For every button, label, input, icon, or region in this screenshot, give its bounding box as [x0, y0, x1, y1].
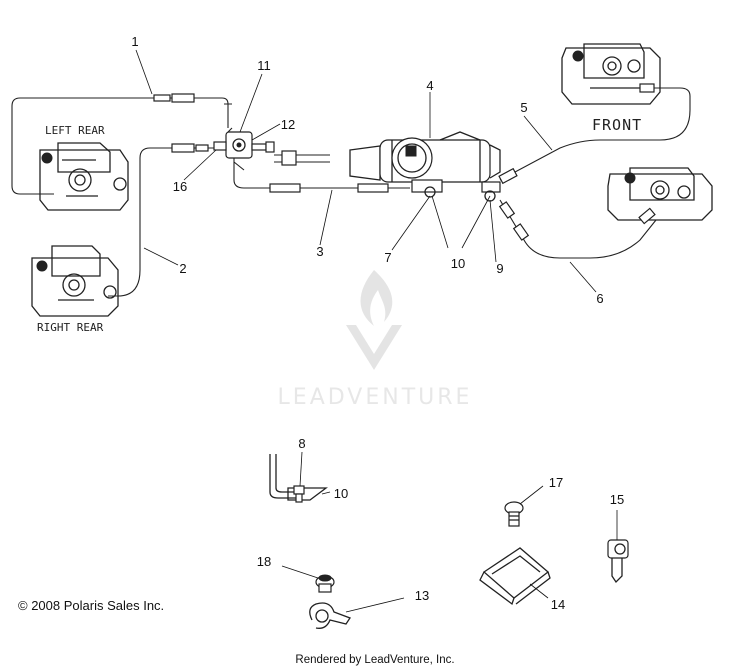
callout-10: 10 [451, 256, 465, 271]
left-rear-caliper [39, 142, 129, 211]
callout-4: 4 [426, 78, 433, 93]
copyright-text: © 2008 Polaris Sales Inc. [18, 598, 165, 613]
fitting-15 [607, 539, 629, 584]
master-cylinder [349, 131, 501, 202]
hose-1 [11, 93, 233, 195]
hose-5 [498, 83, 691, 185]
hose-2 [108, 143, 222, 297]
callout-10-detail: 10 [334, 486, 348, 501]
rendered-by-text: Rendered by LeadVenture, Inc. [295, 654, 455, 666]
bolt-18 [315, 574, 335, 593]
hose-6 [498, 199, 657, 259]
callout-16: 16 [173, 179, 187, 194]
front-left-caliper [607, 167, 713, 221]
right-rear-caliper [31, 245, 119, 317]
callout-5: 5 [520, 100, 527, 115]
callout-9: 9 [496, 261, 503, 276]
callout-14: 14 [551, 597, 565, 612]
callout-1: 1 [131, 34, 138, 49]
callout-7: 7 [384, 250, 391, 265]
callout-12: 12 [281, 117, 295, 132]
callout-8: 8 [298, 436, 305, 451]
clip-14 [479, 547, 551, 606]
callout-11: 11 [257, 58, 271, 73]
bracket-8-10 [269, 454, 328, 503]
front-right-caliper [561, 43, 661, 105]
callout-18: 18 [257, 554, 271, 569]
leadventure-watermark-logo: LEADVENTURE [278, 270, 473, 410]
callout-3: 3 [316, 244, 323, 259]
screw-17 [504, 501, 524, 527]
left-rear-label: LEFT REAR [45, 124, 105, 137]
clamp-13 [309, 602, 351, 629]
callout-2: 2 [179, 261, 186, 276]
front-label: FRONT [592, 116, 642, 134]
callout-15: 15 [610, 492, 624, 507]
leader-lines [135, 49, 618, 613]
watermark-text: LEADVENTURE [278, 385, 473, 410]
right-rear-label: RIGHT REAR [37, 321, 104, 334]
brake-splitter-block [213, 131, 275, 159]
callout-6: 6 [596, 291, 603, 306]
hose-3 [233, 150, 410, 193]
callout-13: 13 [415, 588, 429, 603]
callout-17: 17 [549, 475, 563, 490]
